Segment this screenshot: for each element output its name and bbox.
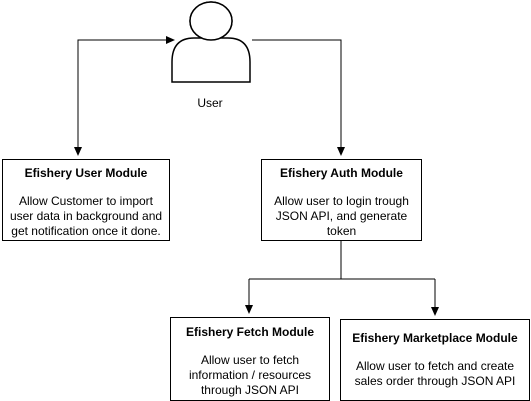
marketplace-module-title: Efishery Marketplace Module xyxy=(352,331,518,345)
marketplace-module-box: Efishery Marketplace Module Allow user t… xyxy=(340,319,530,401)
user-icon xyxy=(171,1,251,83)
auth-module-title: Efishery Auth Module xyxy=(280,166,403,180)
connector-user-to-user-module xyxy=(74,36,175,156)
user-label: User xyxy=(197,96,223,110)
marketplace-module-description: Allow user to fetch and create sales ord… xyxy=(354,359,516,388)
auth-module-box: Efishery Auth Module Allow user to login… xyxy=(261,159,422,241)
fetch-module-title: Efishery Fetch Module xyxy=(185,325,315,339)
fetch-module-description: Allow user to fetch information / resour… xyxy=(188,353,312,397)
user-module-description: Allow Customer to import user data in ba… xyxy=(9,194,163,238)
connector-auth-to-split xyxy=(249,241,435,280)
user-module-title: Efishery User Module xyxy=(24,166,148,180)
auth-module-description: Allow user to login trough JSON API, and… xyxy=(274,194,409,238)
fetch-module-box: Efishery Fetch Module Allow user to fetc… xyxy=(170,317,330,401)
connector-user-to-auth-module xyxy=(252,39,345,156)
user-module-box: Efishery User Module Allow Customer to i… xyxy=(2,159,170,241)
